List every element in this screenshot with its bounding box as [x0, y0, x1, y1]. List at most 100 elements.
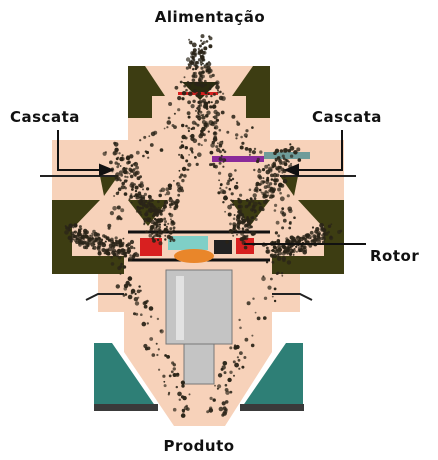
particle [203, 104, 207, 108]
particle [169, 236, 173, 240]
particle [143, 136, 146, 139]
particle [279, 162, 282, 165]
particle [146, 151, 149, 154]
particle [229, 346, 232, 349]
particle [175, 86, 179, 90]
particle [108, 227, 111, 230]
particle [236, 121, 238, 123]
base-shadow-right [240, 404, 304, 411]
particle [115, 250, 117, 252]
particle [136, 151, 140, 155]
particle [293, 216, 296, 219]
particle [209, 407, 212, 410]
particle [266, 247, 269, 250]
particle [156, 224, 159, 227]
particle [156, 354, 158, 356]
particle [138, 211, 142, 215]
particle [126, 244, 128, 246]
particle [233, 218, 236, 221]
particle [218, 373, 222, 377]
particle [163, 381, 165, 383]
particle [119, 265, 122, 268]
particle [181, 381, 185, 385]
particle [164, 223, 167, 226]
particle [273, 245, 277, 249]
particle [287, 194, 290, 197]
particle [142, 155, 145, 158]
particle [151, 225, 155, 229]
particle [176, 204, 178, 206]
particle [262, 168, 265, 171]
particle [114, 142, 119, 147]
particle [141, 195, 145, 199]
particle [179, 186, 183, 190]
particle [147, 157, 149, 159]
particle [275, 149, 279, 153]
particle [149, 221, 151, 223]
particle [217, 384, 221, 388]
particle [179, 399, 181, 401]
particle [226, 131, 229, 134]
particle [210, 95, 212, 97]
particle [129, 183, 133, 187]
particle [277, 234, 280, 237]
particle [119, 157, 123, 161]
particle [164, 384, 167, 387]
particle [246, 229, 248, 231]
particle [191, 151, 193, 153]
particle [191, 104, 195, 108]
particle [208, 131, 210, 133]
particle [286, 159, 289, 162]
particle [159, 229, 162, 232]
particle [241, 142, 244, 145]
particle [329, 236, 333, 240]
particle [266, 170, 271, 175]
particle [198, 51, 200, 53]
particle [231, 192, 234, 195]
particle [277, 272, 280, 275]
particle [192, 121, 196, 125]
particle [214, 127, 217, 130]
particle [204, 91, 207, 94]
particle [169, 198, 173, 202]
particle [106, 249, 108, 251]
particle [67, 229, 70, 232]
particle [245, 129, 248, 132]
particle [276, 174, 280, 178]
particle [145, 230, 148, 233]
particle [78, 243, 82, 247]
particle [118, 252, 120, 254]
particle [173, 367, 176, 370]
particle [282, 259, 286, 263]
particle [190, 135, 192, 137]
particle [105, 241, 107, 243]
particle [140, 290, 142, 292]
particle [91, 237, 94, 240]
particle [222, 201, 224, 203]
particle [93, 243, 95, 245]
particle [115, 236, 118, 239]
particle [140, 313, 143, 316]
particle [173, 229, 175, 231]
particle [135, 186, 139, 190]
particle [276, 249, 279, 252]
particle [149, 218, 151, 220]
particle [283, 175, 286, 178]
particle [138, 285, 140, 287]
particle [173, 125, 177, 129]
particle [254, 197, 257, 200]
particle [173, 226, 176, 229]
particle [263, 200, 267, 204]
particle [215, 85, 220, 90]
particle [248, 148, 252, 152]
particle [170, 240, 172, 242]
particle [217, 91, 219, 93]
particle [197, 83, 200, 86]
particle [238, 319, 240, 321]
particle [135, 301, 139, 305]
particle [307, 235, 312, 240]
particle [212, 74, 215, 77]
particle [288, 247, 292, 251]
particle [219, 141, 223, 145]
particle [221, 155, 223, 157]
